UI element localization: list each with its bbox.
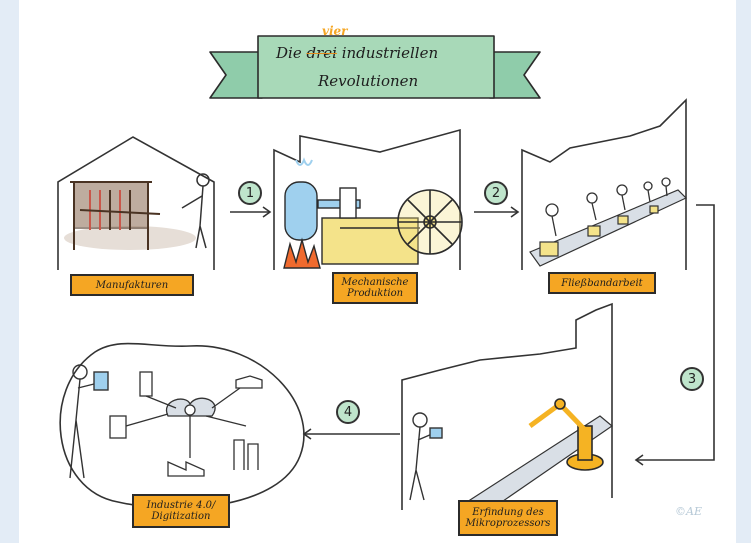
stage-number-1: 1 (238, 181, 262, 205)
stage-3-assembly-hall (521, 98, 688, 270)
title-line-1: Die drei industriellen (276, 44, 438, 62)
stage-number-4: 4 (336, 400, 360, 424)
robot-arm-icon (528, 398, 604, 471)
title-struck-word: drei (306, 44, 337, 62)
stage-number-2: 2 (484, 181, 508, 205)
steam-engine-icon (321, 187, 420, 265)
boxes-icon (539, 205, 659, 257)
label-manufakturen: Manufakturen (70, 274, 194, 296)
label-mikroprozessor-line1: Erfindung des (472, 507, 544, 518)
process-arrows (230, 204, 715, 466)
title-word-die: Die (276, 44, 302, 62)
steam-boiler-icon (283, 157, 361, 269)
person-with-tablet-icon (69, 364, 109, 479)
conveyor-belt-icon (529, 189, 688, 267)
stage-number-3: 3 (680, 367, 704, 391)
stage-2-factory (273, 128, 463, 270)
label-industrie-40: Industrie 4.0/ Digitization (132, 494, 230, 528)
copyright-mark: ©AE (675, 505, 702, 518)
engineer-with-tablet-icon (409, 412, 443, 501)
title-line-2: Revolutionen (318, 72, 419, 90)
loom-icon (70, 181, 161, 250)
label-fliessbandarbeit-text: Fließbandarbeit (561, 277, 643, 289)
label-mikroprozessor: Erfindung des Mikroprozessors (458, 500, 558, 536)
label-mechanische-line1: Mechanische (341, 277, 409, 288)
title-word-industriellen: industriellen (341, 44, 439, 62)
network-diagram-icon (109, 371, 263, 477)
arrow-1-head-icon (262, 206, 272, 218)
label-manufakturen-text: Manufakturen (95, 279, 169, 291)
label-fliessbandarbeit: Fließbandarbeit (548, 272, 656, 294)
stage-1-workshop (57, 136, 215, 270)
arrow-3-icon (636, 204, 715, 461)
label-industrie-line1: Industrie 4.0/ (146, 500, 216, 511)
stage-5-digital-network (59, 342, 305, 509)
label-mikroprozessor-line2: Mikroprozessors (465, 518, 551, 529)
title-inserted-word: vier (322, 24, 348, 38)
arrow-3-head-icon (634, 454, 644, 466)
label-industrie-line2: Digitization (151, 511, 211, 522)
title-banner (209, 35, 541, 99)
weaver-figure-icon (181, 173, 210, 249)
flywheel-icon (397, 189, 463, 255)
label-mechanische-produktion: Mechanische Produktion (332, 272, 418, 304)
label-mechanische-line2: Produktion (346, 288, 404, 299)
stage-4-robot-factory (401, 302, 613, 511)
arrow-2-head-icon (510, 206, 520, 218)
workers-icon (545, 177, 671, 237)
